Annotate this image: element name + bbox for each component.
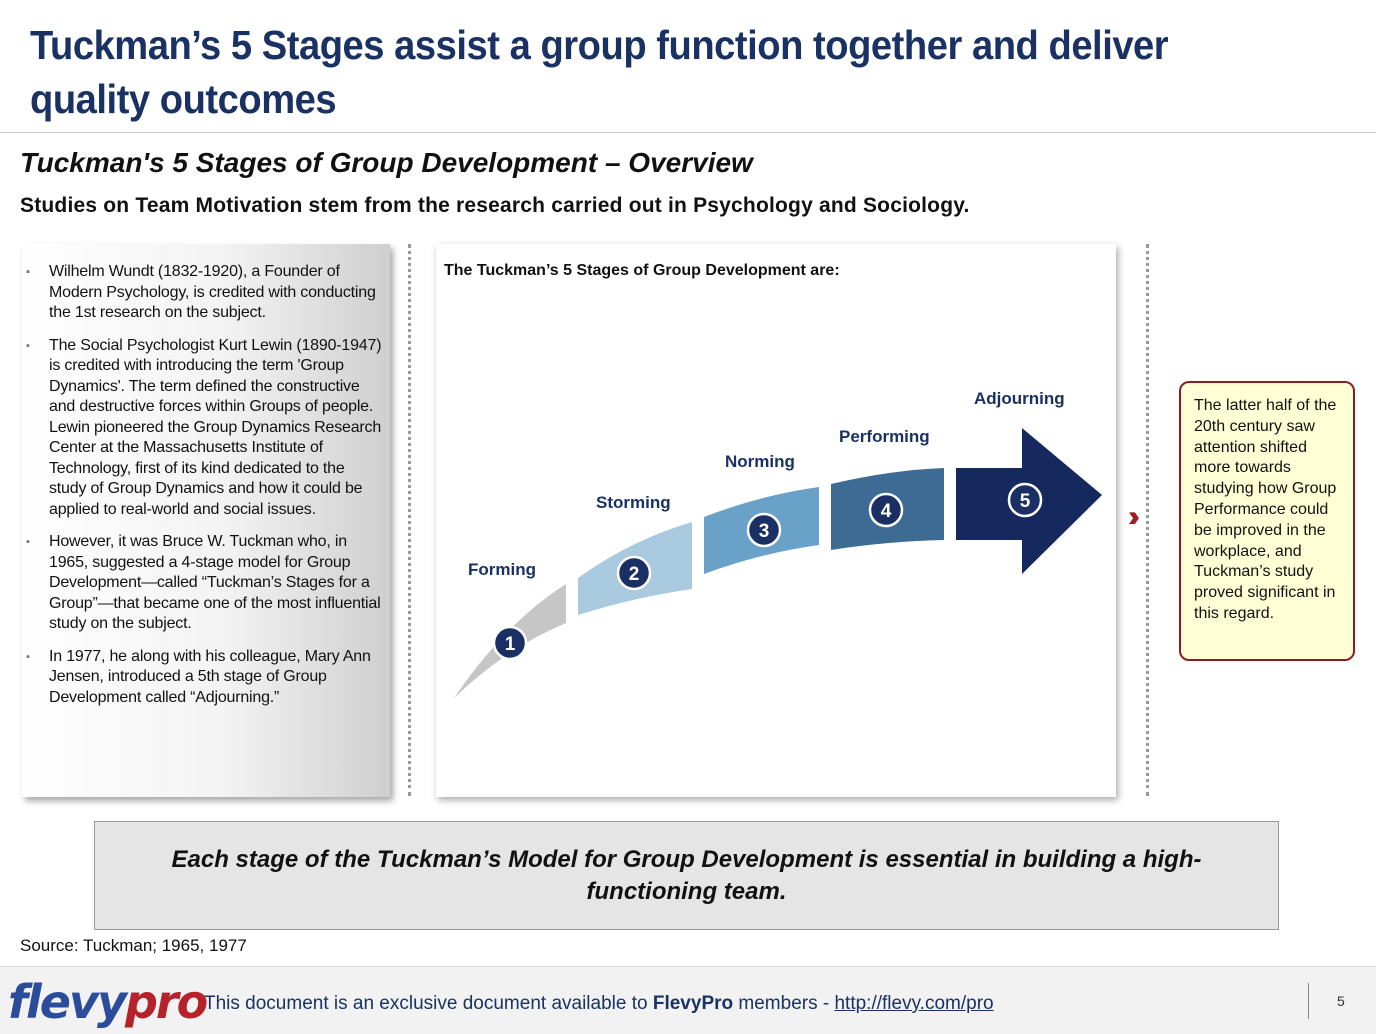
- logo-pro-text: pro: [124, 975, 208, 1029]
- bullet-text: Wilhelm Wundt (1832-1920), a Founder of …: [49, 263, 376, 321]
- stage-2-number: 2: [629, 564, 640, 585]
- stage-2-badge: 2: [616, 555, 652, 591]
- stage-1-number: 1: [505, 634, 516, 655]
- side-note-callout: The latter half of the 20th century saw …: [1179, 381, 1355, 661]
- diagram-heading: The Tuckman’s 5 Stages of Group Developm…: [444, 262, 840, 279]
- source-citation: Source: Tuckman; 1965, 1977: [20, 936, 247, 955]
- title-divider: [0, 132, 1376, 133]
- footer-text-middle: members -: [733, 993, 835, 1014]
- bullet-icon: ▪: [26, 650, 30, 663]
- flevypro-logo[interactable]: flevypro: [8, 975, 208, 1029]
- list-item: ▪ The Social Psychologist Kurt Lewin (189…: [22, 336, 382, 521]
- stages-diagram-panel: The Tuckman’s 5 Stages of Group Developm…: [436, 244, 1116, 797]
- dotted-divider-left: [408, 244, 411, 796]
- stage-4-label: Performing: [839, 427, 930, 446]
- list-item: ▪ Wilhelm Wundt (1832-1920), a Founder of…: [22, 262, 382, 324]
- page-number-divider: [1308, 983, 1309, 1019]
- conclusion-banner: Each stage of the Tuckman’s Model for Gr…: [94, 821, 1279, 930]
- stage-3-number: 3: [759, 521, 770, 542]
- history-bullet-list: ▪ Wilhelm Wundt (1832-1920), a Founder of…: [22, 262, 382, 720]
- bullet-icon: ▪: [26, 339, 30, 352]
- list-item: ▪ In 1977, he along with his colleague, M…: [22, 647, 382, 709]
- stage-5-label: Adjourning: [974, 389, 1065, 408]
- footer-notice: This document is an exclusive document a…: [204, 993, 994, 1015]
- bullet-icon: ▪: [26, 536, 30, 548]
- bullet-text: The Social Psychologist Kurt Lewin (1890…: [49, 336, 382, 518]
- stages-diagram: Forming Storming Norming Performing Adjo…: [454, 389, 1102, 698]
- bullet-icon: ▪: [26, 266, 30, 278]
- stage-5-badge: 5: [1007, 482, 1043, 518]
- footer-brand: FlevyPro: [652, 993, 734, 1014]
- stage-3-label: Norming: [725, 452, 795, 471]
- footer-text-prefix: This document is an exclusive document a…: [204, 993, 653, 1014]
- bullet-text: However, it was Bruce W. Tuckman who, in…: [49, 533, 381, 632]
- lead-statement: Studies on Team Motivation stem from the…: [20, 194, 970, 217]
- history-panel: ▪ Wilhelm Wundt (1832-1920), a Founder of…: [22, 244, 390, 797]
- stage-1-label: Forming: [468, 560, 536, 579]
- stage-4-badge: 4: [868, 492, 904, 528]
- stage-1-badge: 1: [492, 625, 528, 661]
- list-item: ▪ However, it was Bruce W. Tuckman who, i…: [22, 532, 382, 635]
- logo-flevy-text: flevy: [8, 975, 127, 1029]
- stage-4-number: 4: [881, 501, 892, 522]
- stage-5-number: 5: [1020, 491, 1031, 512]
- page-title: Tuckman’s 5 Stages assist a group functi…: [30, 22, 1169, 122]
- bullet-text: In 1977, he along with his colleague, Ma…: [49, 647, 371, 706]
- stage-2-label: Storming: [596, 493, 671, 512]
- section-subtitle: Tuckman's 5 Stages of Group Development …: [20, 147, 753, 178]
- footer-bar: flevypro This document is an exclusive d…: [0, 966, 1376, 1034]
- chevron-right-icon: ››: [1128, 500, 1140, 533]
- stage-3-badge: 3: [746, 512, 782, 548]
- dotted-divider-right: [1146, 244, 1149, 796]
- flevypro-link[interactable]: http://flevy.com/pro: [834, 993, 994, 1014]
- page-number: 5: [1337, 993, 1345, 1009]
